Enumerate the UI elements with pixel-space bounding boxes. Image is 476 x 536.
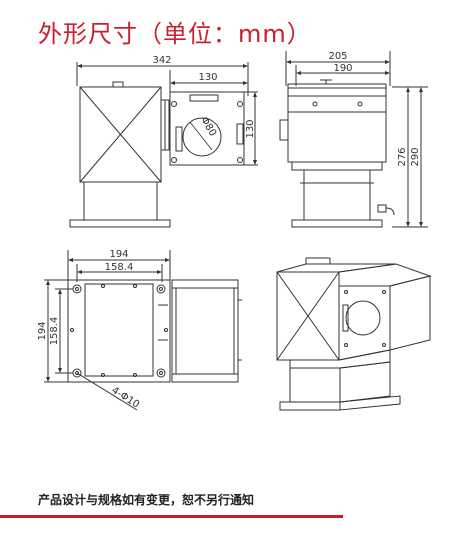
dim-base-hole-spec: 4-Φ10: [109, 385, 141, 411]
disclaimer-note: 产品设计与规格如有变更，恕不另行通知: [38, 493, 255, 507]
side-view: [279, 51, 428, 228]
dim-side-body-width: 190: [333, 63, 352, 74]
front-view: [69, 62, 258, 228]
dim-base-outer-height: 194: [37, 321, 48, 340]
dim-front-total-width: 342: [152, 55, 171, 66]
base-side-view: [171, 279, 242, 383]
footer-divider: [0, 515, 343, 518]
dim-side-total-height: 290: [410, 147, 421, 166]
base-view: [44, 250, 171, 411]
page-title: 外形尺寸（单位：mm）: [38, 20, 312, 48]
isometric-view: [276, 257, 432, 411]
dim-front-window-height: 130: [245, 119, 256, 138]
dim-side-top-width: 205: [328, 51, 347, 62]
dim-front-side-width: 130: [198, 72, 217, 83]
dim-base-hole-height: 158.4: [49, 317, 60, 346]
dim-front-window-diameter: Φ80: [198, 115, 218, 138]
dim-base-outer-width: 194: [109, 249, 128, 260]
dim-side-body-height: 276: [397, 147, 408, 166]
dim-base-hole-width: 158.4: [105, 262, 134, 273]
